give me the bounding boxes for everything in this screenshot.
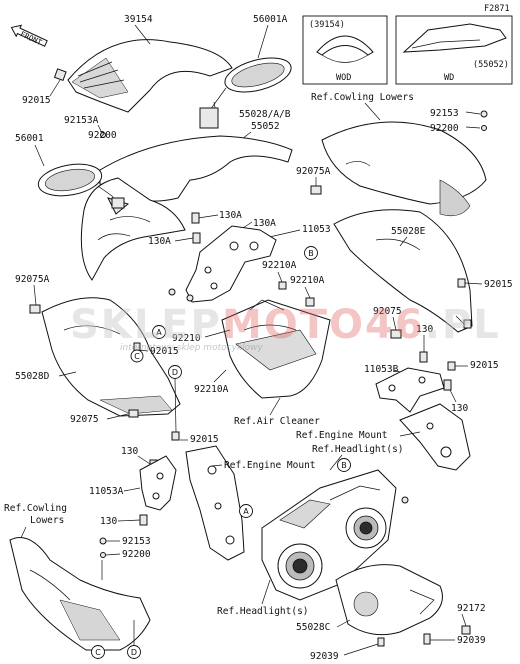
label-130-l2: 130 [100, 516, 117, 527]
callout-d-lower: D [127, 645, 141, 659]
mirror-left [37, 163, 125, 209]
label-92200-r: 92200 [430, 123, 459, 134]
label-56001: 56001 [15, 133, 44, 144]
label-92210A-3: 92210A [194, 384, 229, 395]
label-92075-l: 92075 [70, 414, 99, 425]
label-92039-a: 92039 [310, 651, 339, 662]
label-11053B: 11053B [364, 364, 399, 375]
engine-mount-bracket-left [185, 445, 245, 561]
label-130-l: 130 [121, 446, 138, 457]
stay-bracket [185, 225, 277, 303]
svg-text:D: D [172, 368, 178, 377]
ref-headlights-bottom: Ref.Headlight(s) [217, 606, 309, 617]
label-55028C: 55028C [296, 622, 330, 633]
inset-wod-label: WOD [336, 73, 351, 83]
callout-a-mid: A [152, 325, 166, 339]
label-92015-b: 92015 [150, 346, 179, 357]
svg-text:B: B [308, 249, 314, 258]
label-130A-2: 130A [253, 218, 276, 229]
label-11053A: 11053A [89, 486, 124, 497]
svg-text:D: D [131, 648, 137, 657]
inset-wd-part: (55052) [473, 60, 509, 70]
inner-panel-right [333, 209, 473, 333]
label-130A-3: 130A [148, 236, 171, 247]
diagram-code: F2871 [484, 4, 510, 14]
ref-cowling-lowers-l1: Ref.Cowling [4, 503, 67, 514]
callout-b-lower: B [337, 458, 351, 472]
inset-wod: (39154) WOD [302, 15, 388, 85]
ref-cowling-lowers-l2: Lowers [30, 515, 64, 526]
inset-wd-label: WD [444, 73, 454, 83]
svg-text:A: A [243, 507, 249, 516]
callout-c-lower: C [91, 645, 105, 659]
label-39154: 39154 [124, 14, 153, 25]
ref-engine-mount-r: Ref.Engine Mount [296, 430, 388, 441]
label-130-r: 130 [416, 324, 433, 335]
lower-bracket-left [139, 455, 177, 511]
label-56001A: 56001A [253, 14, 288, 25]
label-11053: 11053 [302, 224, 331, 235]
label-92015-a: 92015 [22, 95, 51, 106]
watermark: SKLEPMOTO46.PL internetowy sklep motocyk… [70, 302, 501, 353]
inset-wd: (55052) WD [395, 15, 513, 85]
label-92210A-1: 92210A [262, 260, 297, 271]
windshield-part [67, 39, 233, 113]
mirror-right [199, 57, 292, 129]
label-92210: 92210 [172, 333, 201, 344]
svg-text:SKLEPMOTO46.PL: SKLEPMOTO46.PL [70, 302, 501, 348]
label-92075A-r: 92075A [296, 166, 331, 177]
front-label: FRONT [19, 29, 44, 47]
label-92015-c: 92015 [484, 279, 513, 290]
inset-wod-part: (39154) [309, 20, 345, 30]
svg-text:A: A [156, 328, 162, 337]
lower-bracket-right [375, 367, 445, 413]
inner-panel-left [41, 297, 181, 417]
label-55028-AB: 55028/A/B [239, 109, 291, 120]
ref-engine-mount-l: Ref.Engine Mount [224, 460, 316, 471]
label-92153A: 92153A [64, 115, 99, 126]
cowling-lower-left [9, 537, 151, 651]
label-92015-e: 92015 [190, 434, 219, 445]
label-92153-l: 92153 [122, 536, 151, 547]
label-130A-1: 130A [219, 210, 242, 221]
headlight-assembly [261, 469, 397, 601]
headlight-cover [335, 564, 443, 636]
label-92039-b: 92039 [457, 635, 486, 646]
callout-b-upper: B [304, 246, 318, 260]
engine-mount-bracket-right [399, 403, 471, 471]
cowling-lower-right-upper [321, 121, 487, 217]
label-55028E: 55028E [391, 226, 426, 237]
label-55052: 55052 [251, 121, 280, 132]
label-92075A-l: 92075A [15, 274, 50, 285]
callout-d-mid: D [168, 365, 182, 379]
upper-cowling-part [80, 135, 293, 281]
air-duct [221, 299, 331, 399]
front-arrow-icon: FRONT [10, 24, 48, 47]
svg-text:C: C [134, 352, 140, 361]
callout-a-lower: A [239, 504, 253, 518]
label-92075-r: 92075 [373, 306, 402, 317]
label-92210A-2: 92210A [290, 275, 325, 286]
label-92153-r: 92153 [430, 108, 459, 119]
label-92200-l: 92200 [122, 549, 151, 560]
label-92015-d: 92015 [470, 360, 499, 371]
ref-headlights-r: Ref.Headlight(s) [312, 444, 404, 455]
svg-text:internetowy sklep motocyklowy: internetowy sklep motocyklowy [120, 343, 263, 353]
label-92172: 92172 [457, 603, 486, 614]
svg-text:B: B [341, 461, 347, 470]
label-92200-a: 92200 [88, 130, 117, 141]
svg-text:C: C [95, 648, 101, 657]
ref-cowling-lowers-top: Ref.Cowling Lowers [311, 92, 414, 103]
label-55028D: 55028D [15, 371, 50, 382]
ref-air-cleaner: Ref.Air Cleaner [234, 416, 320, 427]
label-130-r2: 130 [451, 403, 468, 414]
callout-c-mid: C [130, 349, 144, 363]
